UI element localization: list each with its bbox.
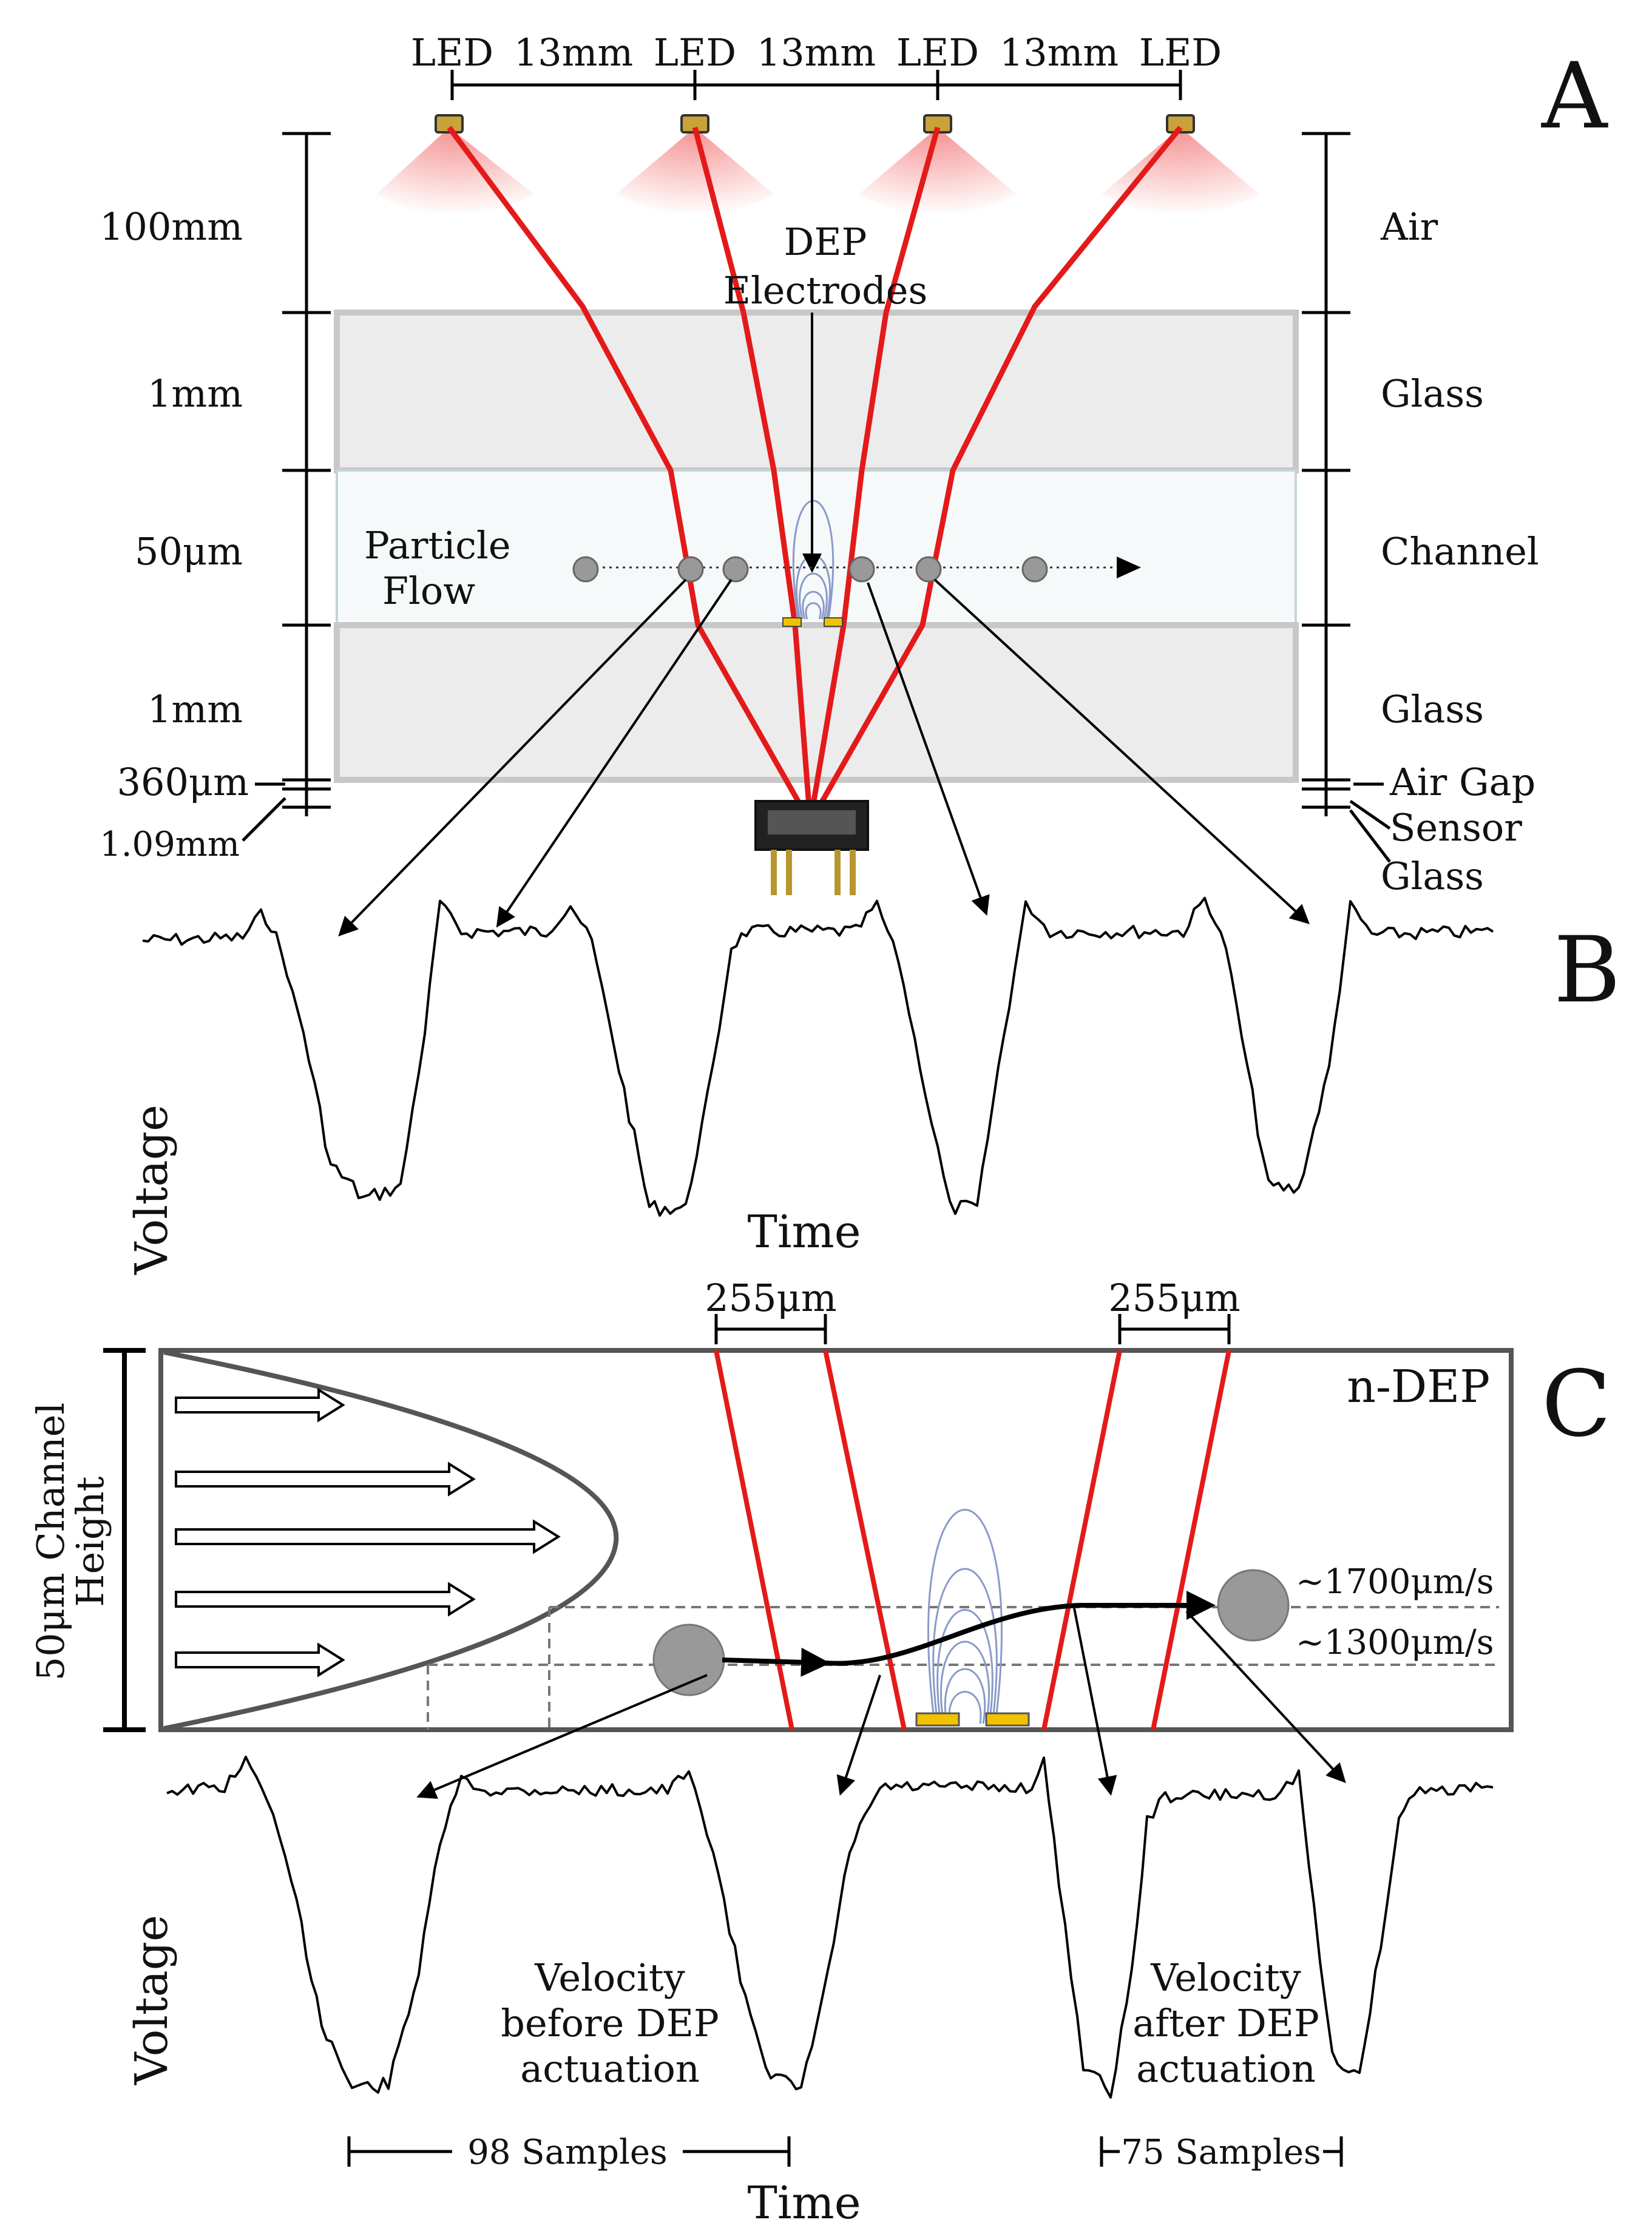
panel-a: A LED LED LED LED 13mm 13mm 13mm	[100, 30, 1608, 936]
voltage-trace-b	[142, 896, 1494, 1217]
panel-b: B Voltage Time	[126, 896, 1620, 1275]
dim-air-gap: 360μm	[117, 760, 249, 804]
samples-after-label: 75 Samples	[1121, 2133, 1321, 2172]
detection-beams	[714, 1350, 1231, 1730]
layer-sensor-glass: Glass	[1381, 854, 1484, 898]
dim-top-glass: 1mm	[147, 371, 243, 416]
left-dimension-ruler	[242, 132, 331, 842]
panel-c: C 255μm 255μm 50μm Channel Height	[29, 1276, 1611, 2228]
layer-top-glass: Glass	[1381, 371, 1484, 416]
dep-label-line1: DEP	[784, 220, 867, 264]
height-label-line2: Height	[68, 1476, 112, 1607]
panel-b-xlabel: Time	[748, 1206, 861, 1258]
signal-pointer-arrows	[338, 578, 1310, 936]
samples-before-label: 98 Samples	[467, 2133, 668, 2172]
led-label-4: LED	[1139, 30, 1222, 75]
beam-2	[692, 126, 813, 823]
right-layer-ruler	[1302, 132, 1391, 863]
beam-1	[447, 126, 813, 824]
dep-label-line2: Electrodes	[723, 268, 928, 313]
dim-air: 100mm	[100, 205, 243, 249]
led-label-3: LED	[896, 30, 979, 75]
led-emitters	[435, 114, 1195, 134]
after-label-line3: actuation	[1136, 2047, 1316, 2091]
panel-a-label: A	[1541, 44, 1608, 149]
light-beams	[447, 126, 1183, 824]
layer-air: Air	[1380, 205, 1438, 249]
height-ruler	[103, 1348, 146, 1732]
spacing-label-1: 13mm	[514, 30, 633, 75]
after-label-line1: Velocity	[1150, 1955, 1301, 2000]
before-label-line3: actuation	[520, 2047, 700, 2091]
particle-after	[1217, 1569, 1290, 1642]
top-glass-layer	[334, 310, 1299, 473]
photo-sensor	[754, 800, 869, 895]
particle-before	[652, 1624, 725, 1696]
led-label-1: LED	[411, 30, 493, 75]
electrode-right	[824, 617, 843, 627]
led-1	[435, 114, 464, 134]
dim-sensor-glass: 1.09mm	[100, 825, 240, 864]
flow-velocity-arrows	[175, 1387, 561, 1678]
height-label-line1: 50μm Channel	[29, 1403, 73, 1681]
dim-channel: 50μm	[135, 529, 243, 574]
flow-label-line2: Flow	[382, 569, 475, 613]
signal-pointer-arrows-c	[416, 1608, 1346, 1799]
flow-label-line1: Particle	[364, 523, 511, 567]
dep-field-lines-c	[927, 1509, 1003, 1724]
velocity-high-label: ~1700μm/s	[1296, 1562, 1494, 1602]
particles	[572, 556, 1048, 583]
beam-3	[807, 126, 941, 823]
layer-channel: Channel	[1381, 529, 1539, 574]
trajectory-before	[722, 1647, 830, 1677]
particle-flow-arrowhead	[1117, 557, 1141, 578]
panel-c-label: C	[1542, 1352, 1611, 1457]
channel-layer	[336, 469, 1297, 626]
electrode-c-right	[985, 1712, 1030, 1727]
before-label-line1: Velocity	[534, 1955, 685, 2000]
beam-width-rulers	[714, 1314, 1231, 1344]
led-glow-cones	[376, 127, 1259, 215]
sample-count-rulers	[347, 2136, 1343, 2167]
panel-b-ylabel: Voltage	[126, 1105, 178, 1275]
mode-label: n-DEP	[1347, 1361, 1490, 1413]
voltage-trace-c	[166, 1755, 1494, 2099]
spacing-label-3: 13mm	[1000, 30, 1119, 75]
bottom-glass-layer	[334, 622, 1299, 783]
panel-c-ylabel: Voltage	[126, 1915, 178, 2085]
dim-bottom-glass: 1mm	[147, 687, 243, 731]
panel-c-xlabel: Time	[748, 2177, 861, 2228]
beam-width-label-1: 255μm	[705, 1276, 836, 1320]
beam-4	[808, 126, 1183, 824]
trajectory-deflected	[825, 1591, 1216, 1666]
electrode-c-left	[915, 1712, 960, 1727]
layer-air-gap: Air Gap	[1389, 760, 1535, 804]
panel-b-label: B	[1554, 918, 1620, 1023]
led-4	[1166, 114, 1195, 134]
before-label-line2: before DEP	[501, 2001, 719, 2045]
flow-profile-curve	[163, 1350, 619, 1731]
layer-sensor: Sensor	[1390, 805, 1522, 850]
layer-bottom-glass: Glass	[1381, 687, 1484, 731]
led-spacing-ruler	[450, 70, 1182, 100]
after-label-line2: after DEP	[1132, 2001, 1319, 2045]
led-label-2: LED	[654, 30, 736, 75]
beam-width-label-2: 255μm	[1108, 1276, 1240, 1320]
spacing-label-2: 13mm	[757, 30, 876, 75]
electrode-left	[782, 617, 802, 627]
velocity-low-label: ~1300μm/s	[1296, 1623, 1494, 1662]
velocity-reference-lines	[427, 1606, 1499, 1730]
